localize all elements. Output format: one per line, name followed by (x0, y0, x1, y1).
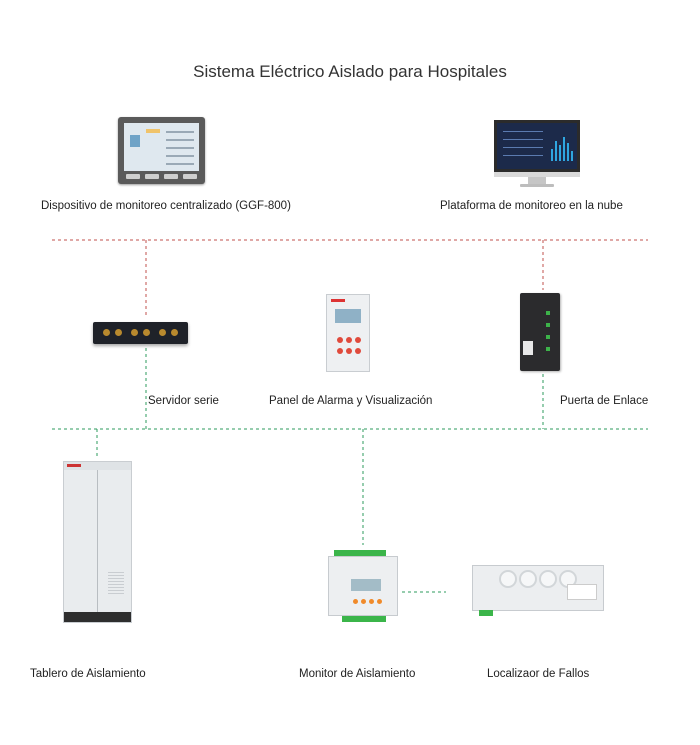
label-isolation-cabinet: Tablero de Aislamiento (30, 668, 146, 680)
label-serial-server: Servidor serie (148, 395, 219, 407)
gateway-device (520, 293, 560, 371)
label-fault-locator: Localizaor de Fallos (487, 668, 590, 680)
label-isolation-monitor: Monitor de Aislamiento (299, 668, 416, 680)
fault-locator-device (472, 565, 604, 616)
cloud-platform-monitor (494, 120, 580, 190)
serial-server-device (93, 322, 188, 344)
label-ggf-800: Dispositivo de monitoreo centralizado (G… (41, 200, 291, 212)
isolation-monitor-device (328, 548, 398, 624)
isolation-cabinet-device (63, 461, 132, 623)
ggf-screen (124, 123, 199, 171)
label-alarm-panel: Panel de Alarma y Visualización (269, 395, 433, 407)
ggf-800-device (118, 117, 205, 184)
alarm-panel-device (326, 294, 370, 372)
label-cloud-platform: Plataforma de monitoreo en la nube (440, 200, 623, 212)
diagram-title: Sistema Eléctrico Aislado para Hospitale… (193, 62, 507, 81)
label-gateway: Puerta de Enlace (560, 395, 649, 407)
